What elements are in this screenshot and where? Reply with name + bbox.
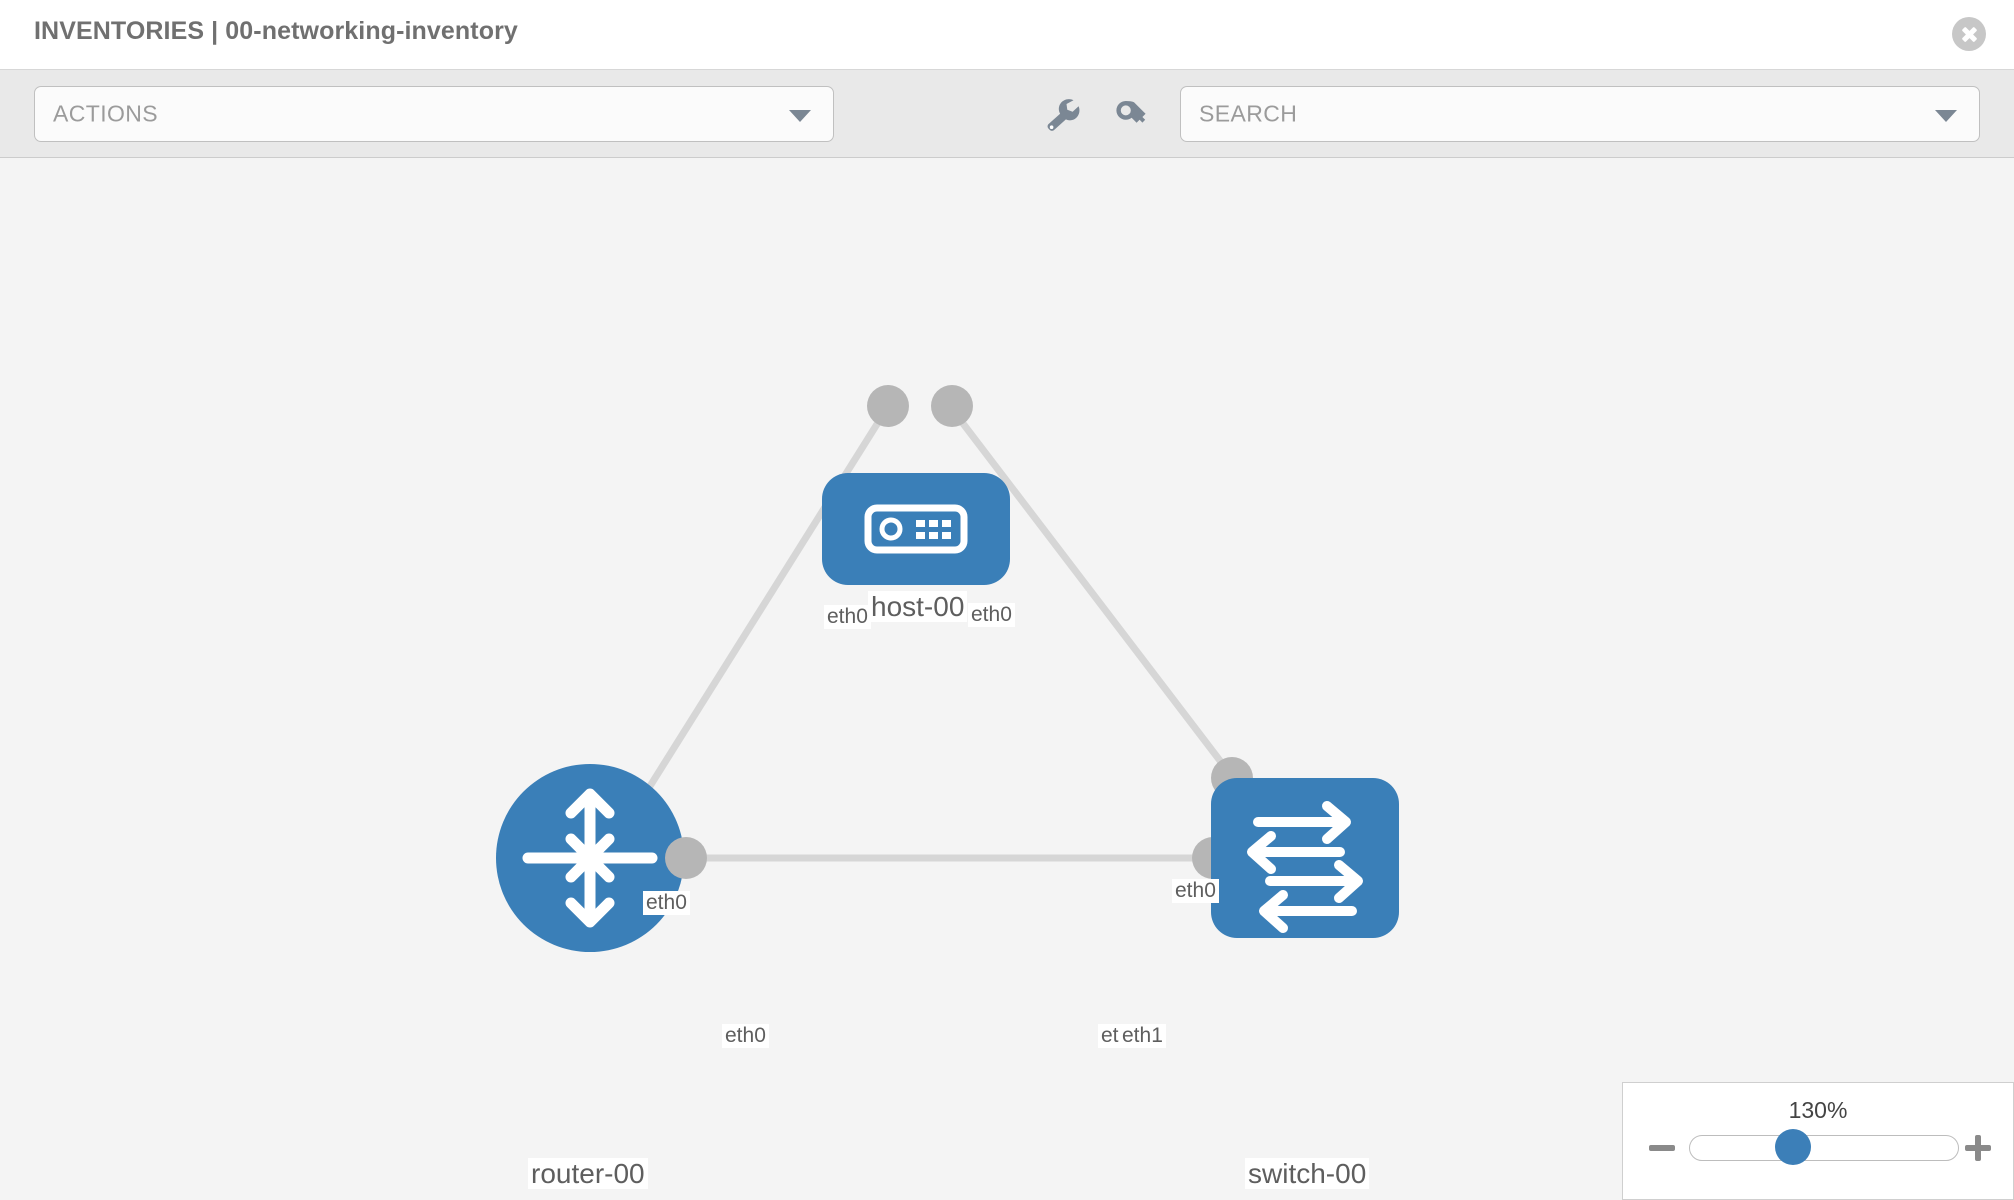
toolbar: ACTIONS SEARCH [0,70,2014,158]
node-router-00[interactable] [496,764,707,952]
key-icon[interactable] [1112,97,1156,133]
edge-label-host00-eth0-right: eth0 [968,603,1015,628]
edge-label-router00-eth0-upper: eth0 [643,891,690,916]
node-label-switch-00: switch-00 [1245,1158,1370,1190]
search-input[interactable]: SEARCH [1180,86,1980,142]
zoom-slider[interactable] [1689,1135,1959,1161]
server-icon [864,504,968,554]
zoom-slider-thumb[interactable] [1775,1129,1811,1165]
wrench-icon[interactable] [1042,97,1086,133]
zoom-level-value: 130% [1788,1097,1848,1123]
topology-canvas[interactable]: host-00 router-00 switch-00 eth0 eth0 et… [0,158,2014,1200]
router-arrows-icon [522,788,658,928]
minus-icon[interactable] [1649,1135,1675,1161]
edge-label-host00-eth0-left: eth0 [824,605,871,630]
node-label-router-00: router-00 [528,1158,648,1190]
edge-label-router00-eth0-right: eth0 [722,1024,769,1049]
topology-connectors [867,385,1253,799]
switch-arrows-icon [1247,801,1363,933]
chevron-down-icon [789,110,811,122]
page-title: INVENTORIES | 00-networking-inventory [34,17,518,45]
node-switch-00[interactable] [1192,778,1399,938]
edge-host00-switch00[interactable] [952,410,1240,786]
connector-host00-left[interactable] [867,385,909,427]
connector-router00-right[interactable] [665,837,707,879]
node-label-host-00: host-00 [868,591,968,623]
search-placeholder: SEARCH [1199,100,1298,127]
connector-host00-right[interactable] [931,385,973,427]
edge-label-switch00-eth1: eth1 [1119,1024,1166,1049]
actions-dropdown-label: ACTIONS [53,100,159,127]
chevron-down-icon [1935,110,1957,122]
actions-dropdown[interactable]: ACTIONS [34,86,834,142]
close-icon[interactable] [1952,17,1986,51]
plus-icon[interactable] [1965,1135,1991,1161]
page-header: INVENTORIES | 00-networking-inventory [0,0,2014,70]
topology-graph [496,385,1399,952]
node-host-00[interactable] [822,473,1010,585]
edge-label-switch00-eth0-upper: eth0 [1172,879,1219,904]
zoom-control-panel: 130% [1622,1082,2014,1200]
